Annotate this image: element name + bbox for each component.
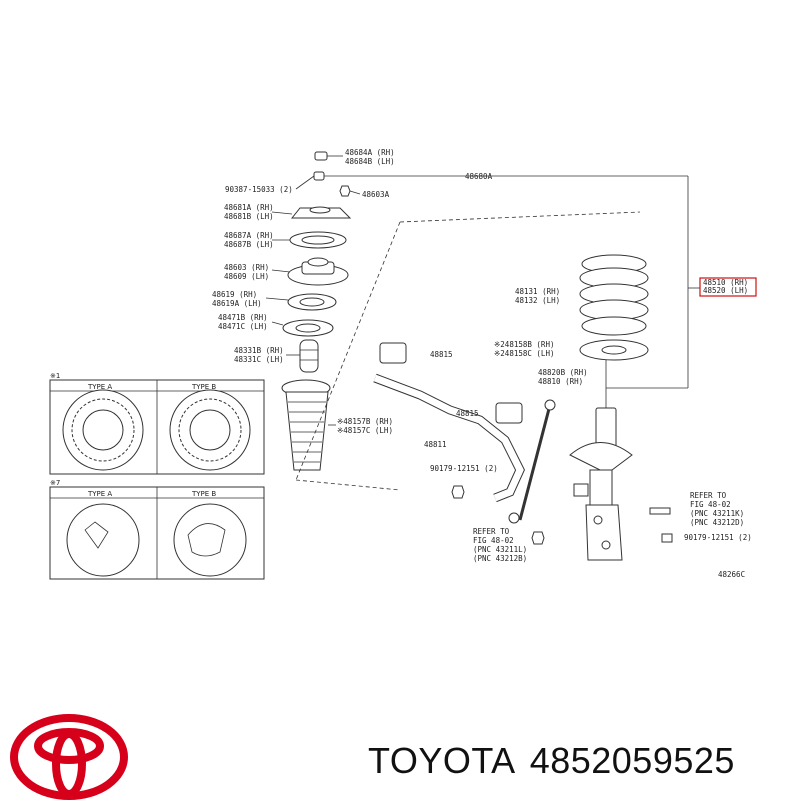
label-48603a: 48603A (362, 190, 390, 199)
label-48687a: 48687A (RH) (224, 231, 274, 240)
label-48157b: ※48157B (RH) (337, 417, 393, 426)
inset-bearing-types: ※1 TYPE A TYPE B (49, 372, 265, 475)
label-48680a: 48680A (465, 172, 493, 181)
inset2-mark: ※7 (50, 479, 60, 487)
leader-lines (265, 155, 700, 426)
label-48619a: 48619A (LH) (212, 299, 262, 308)
toyota-logo-icon (10, 714, 128, 800)
inset1-type-b: TYPE B (191, 383, 216, 391)
label-48820b: 48820B (RH) (538, 368, 588, 377)
label-48609: 48609 (LH) (224, 272, 269, 281)
highlight-48510: 48510 (RH) 48520 (LH) (699, 277, 757, 297)
diagram-code: 48266C (718, 570, 745, 579)
label-48158b: ※248158B (RH) (494, 340, 554, 349)
label-48520: 48520 (LH) (703, 286, 748, 295)
label-48687b: 48687B (LH) (224, 240, 274, 249)
label-48815-lower: 48815 (456, 409, 479, 418)
label-48510: 48510 (RH) (703, 278, 748, 287)
label-48331b: 48331B (RH) (234, 346, 284, 355)
stabilizer-bar (373, 342, 556, 545)
refer-left-2: FIG 48-02 (473, 536, 514, 545)
label-48603: 48603 (RH) (224, 263, 269, 272)
label-48684a: 48684A (RH) (345, 148, 395, 157)
label-48157c: ※48157C (LH) (337, 426, 393, 435)
label-48619: 48619 (RH) (212, 290, 257, 299)
refer-left-3: (PNC 43211L) (473, 545, 527, 554)
label-48471c: 48471C (LH) (218, 322, 268, 331)
inset2-type-b: TYPE B (191, 490, 216, 498)
label-48331c: 48331C (LH) (234, 355, 284, 364)
refer-right-2: FIG 48-02 (690, 500, 731, 509)
refer-right-1: REFER TO (690, 491, 727, 500)
strut-assembly (569, 360, 673, 561)
part-labels: 48684A (RH) 48684B (LH) 90387-15033 (2) … (212, 148, 752, 579)
refer-left-1: REFER TO (473, 527, 510, 536)
label-90179-right: 90179-12151 (2) (684, 533, 752, 542)
label-48131: 48131 (RH) (515, 287, 560, 296)
label-48681b: 48681B (LH) (224, 212, 274, 221)
label-48132: 48132 (LH) (515, 296, 560, 305)
label-48811: 48811 (424, 440, 447, 449)
refer-left-4: (PNC 43212B) (473, 554, 527, 563)
part-number: 4852059525 (529, 740, 735, 781)
label-48158c: ※248158C (LH) (494, 349, 554, 358)
coil-spring (579, 254, 649, 361)
refer-right-4: (PNC 43212D) (690, 518, 744, 527)
brand-name: TOYOTA (368, 740, 516, 781)
inset1-mark: ※1 (50, 372, 60, 380)
refer-right-3: (PNC 43211K) (690, 509, 744, 518)
inset-seat-types: ※7 TYPE A TYPE B (49, 479, 265, 580)
inset1-type-a: TYPE A (87, 383, 112, 391)
assembly-dashed-outline (295, 211, 641, 491)
label-48471b: 48471B (RH) (218, 313, 268, 322)
footer-caption: TOYOTA 4852059525 (368, 740, 749, 782)
label-48815-upper: 48815 (430, 350, 453, 359)
label-90387: 90387-15033 (2) (225, 185, 293, 194)
inset2-type-a: TYPE A (87, 490, 112, 498)
label-90179-left: 90179-12151 (2) (430, 464, 498, 473)
label-48684b: 48684B (LH) (345, 157, 395, 166)
label-48810: 48810 (RH) (538, 377, 583, 386)
upper-mount-stack (281, 151, 352, 471)
label-48681a: 48681A (RH) (224, 203, 274, 212)
